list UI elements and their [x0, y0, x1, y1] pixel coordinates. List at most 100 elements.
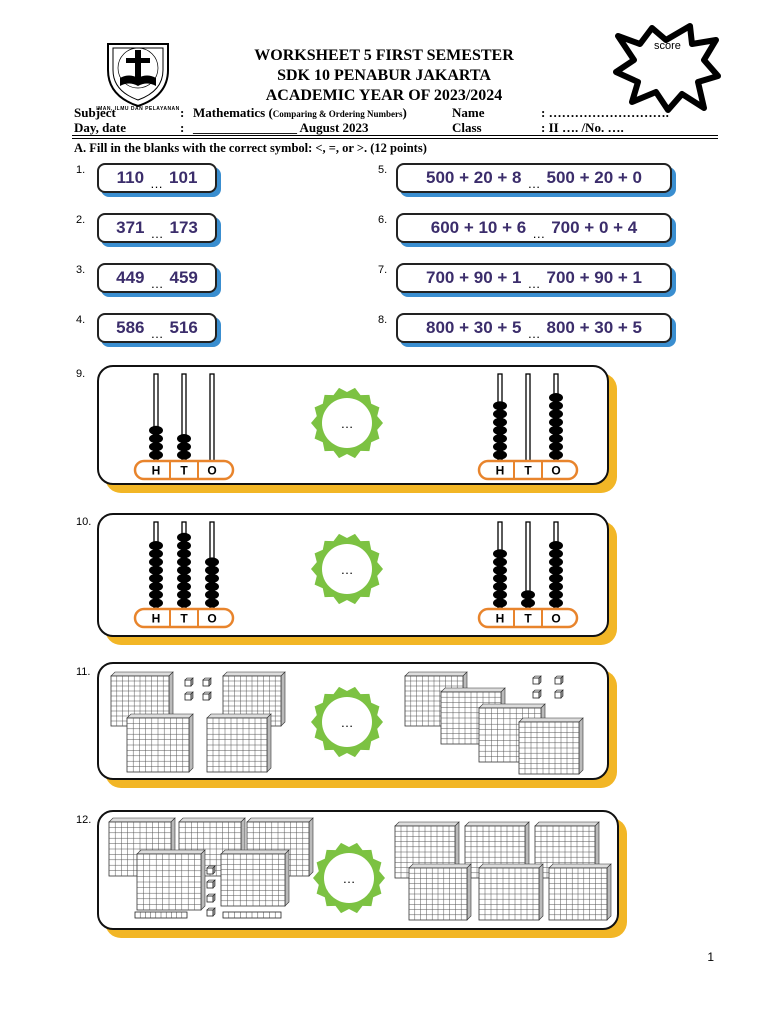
- subject-label: Subject: [74, 105, 116, 120]
- problem-11-base-ten-blocks: …: [110, 671, 584, 775]
- abacus-rod: [525, 373, 531, 462]
- place-value-label: H: [496, 464, 505, 478]
- left-value: 110: [116, 168, 145, 187]
- header-rule-top: [72, 135, 718, 136]
- unit-cube-side: [208, 677, 212, 687]
- left-value: 800 + 30 + 5: [426, 318, 522, 337]
- hundred-flat-side: [280, 671, 286, 727]
- answer-blank[interactable]: …: [341, 416, 354, 431]
- answer-circle-center: [322, 697, 372, 747]
- abacus-bead: [493, 557, 507, 567]
- abacus-bead: [177, 532, 191, 542]
- answer-blank[interactable]: …: [527, 275, 541, 291]
- unit-cube-side: [190, 691, 194, 701]
- abacus-bead: [205, 598, 219, 608]
- unit-cube: [554, 689, 564, 699]
- comparison-box: 110 … 101: [97, 163, 217, 193]
- day-colon: :: [180, 120, 185, 135]
- problem-number: 11.: [76, 666, 91, 678]
- abacus-frame: [133, 459, 235, 481]
- hundred-flat-top: [394, 821, 460, 827]
- answer-circle: …: [311, 533, 383, 605]
- abacus-bead: [549, 409, 563, 419]
- left-value: 500 + 20 + 8: [426, 168, 522, 187]
- hundred-flat-side: [538, 863, 544, 921]
- place-value-label: O: [207, 464, 216, 478]
- abacus-bead: [177, 582, 191, 592]
- hundred-flat-side: [200, 849, 206, 911]
- answer-blank[interactable]: …: [150, 225, 164, 241]
- abacus-bead: [177, 442, 191, 452]
- unit-cube-side: [212, 893, 216, 903]
- hundred-flat-top: [126, 713, 194, 719]
- abacus-bead: [205, 582, 219, 592]
- place-value-label: T: [180, 464, 188, 478]
- abacus-bead: [493, 417, 507, 427]
- right-value: 516: [169, 318, 198, 337]
- answer-blank[interactable]: …: [150, 275, 164, 291]
- abacus-bead: [149, 434, 163, 444]
- right-value: 500 + 20 + 0: [546, 168, 642, 187]
- abacus-rod: [209, 373, 215, 462]
- answer-blank[interactable]: …: [527, 325, 541, 341]
- instructions: A. Fill in the blanks with the correct s…: [74, 141, 427, 155]
- worksheet-title: WORKSHEET 5 FIRST SEMESTER: [254, 47, 514, 64]
- hundred-flat-side: [188, 713, 194, 773]
- abacus-bead: [521, 590, 535, 600]
- right-value: 173: [169, 218, 198, 237]
- abacus-bead: [549, 450, 563, 460]
- abacus-bead: [493, 434, 507, 444]
- school-logo: [102, 40, 174, 108]
- unit-cube-face: [202, 693, 210, 701]
- left-value: 586: [116, 318, 145, 337]
- comparison-box: 600 + 10 + 6…700 + 0 + 4: [396, 213, 672, 243]
- academic-year: ACADEMIC YEAR OF 2023/2024: [265, 87, 503, 104]
- right-value: 101: [169, 168, 198, 187]
- page-number: 1: [707, 950, 714, 964]
- answer-blank[interactable]: …: [150, 325, 164, 341]
- score-burst-icon: [613, 23, 721, 113]
- left-value: 371: [116, 218, 145, 237]
- abacus-bead: [177, 598, 191, 608]
- answer-circle: …: [313, 842, 385, 914]
- answer-blank[interactable]: …: [343, 871, 356, 886]
- abacus-bead: [149, 573, 163, 583]
- ten-rod: [222, 911, 282, 919]
- score-label: score: [654, 40, 681, 52]
- abacus-bead: [493, 573, 507, 583]
- abacus-frame: [477, 459, 579, 481]
- problem-number: 2.: [76, 214, 86, 226]
- unit-cube-face: [206, 867, 214, 875]
- unit-cube: [202, 677, 212, 687]
- problem-number: 10.: [76, 516, 92, 528]
- unit-cube-side: [538, 689, 542, 699]
- abacus-bead: [493, 590, 507, 600]
- class-value: : II …. /No. ….: [541, 120, 624, 135]
- comparison-box: 500 + 20 + 8 … 500 + 20 + 0: [396, 163, 672, 193]
- abacus-bead: [493, 401, 507, 411]
- hundred-flat-top: [518, 717, 584, 723]
- abacus-bead: [493, 598, 507, 608]
- answer-blank[interactable]: …: [527, 175, 541, 191]
- hundred-flat-side: [578, 717, 584, 775]
- hundred-flat: [110, 671, 174, 727]
- abacus-bead: [149, 582, 163, 592]
- left-value: 700 + 90 + 1: [426, 268, 522, 287]
- hundred-flat: [126, 713, 194, 773]
- unit-cube: [202, 691, 212, 701]
- hundred-flat: [206, 713, 272, 773]
- abacus-bead: [177, 549, 191, 559]
- problem-number: 9.: [76, 368, 86, 380]
- answer-blank[interactable]: …: [150, 175, 164, 191]
- abacus-bead: [549, 598, 563, 608]
- hundred-flat-side: [606, 863, 612, 921]
- answer-blank[interactable]: …: [532, 225, 546, 241]
- answer-blank[interactable]: …: [341, 562, 354, 577]
- answer-circle: …: [311, 686, 383, 758]
- unit-cube-face: [184, 679, 192, 687]
- hundred-flat: [478, 863, 544, 921]
- answer-blank[interactable]: …: [341, 715, 354, 730]
